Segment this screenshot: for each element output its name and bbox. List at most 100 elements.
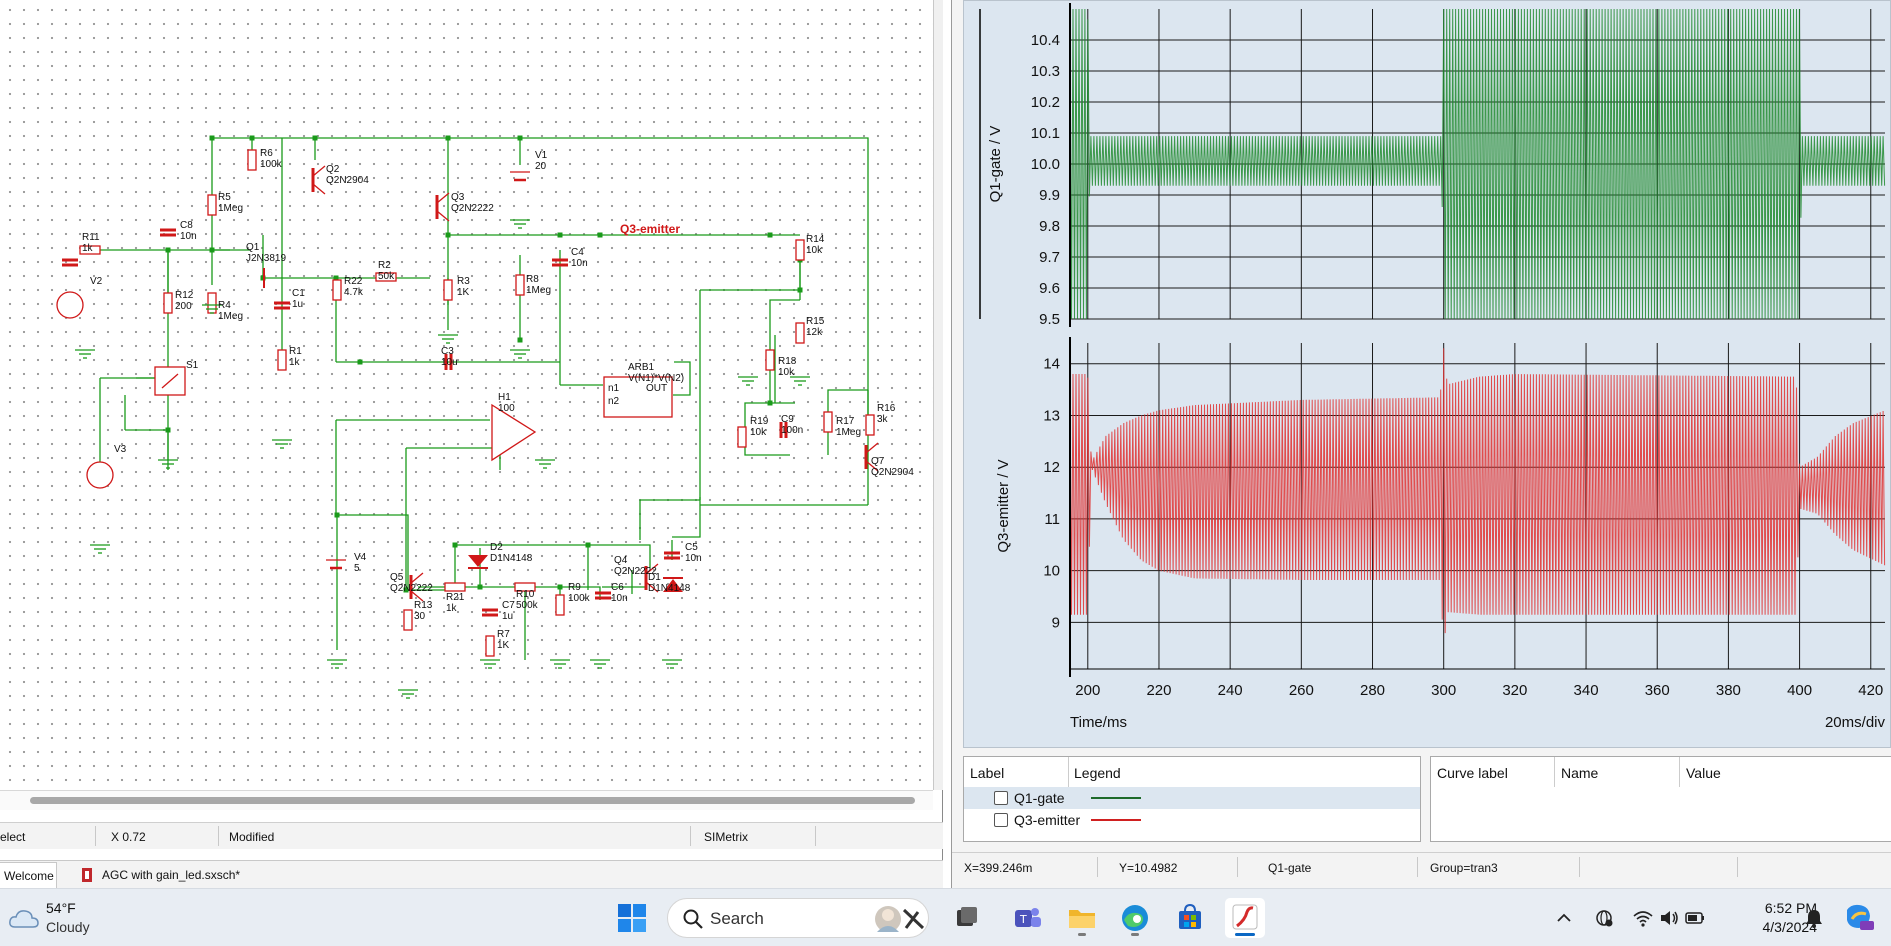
teams-button[interactable]: T [1007, 898, 1047, 938]
wire [672, 497, 701, 538]
y-tick-label: 10.2 [1031, 94, 1060, 111]
tab-schematic[interactable]: AGC with gain_led.sxsch* [72, 862, 262, 888]
file-explorer-button[interactable] [1062, 898, 1102, 938]
transistor-lead [410, 590, 424, 602]
simetrix-app-icon [1232, 904, 1258, 930]
junction-dot [357, 359, 363, 365]
junction-dot [165, 427, 171, 433]
series-trace [1069, 348, 1886, 634]
resistor-symbol [207, 194, 217, 216]
junction-dot [165, 247, 171, 253]
junction-dot [585, 542, 591, 548]
store-button[interactable] [1170, 898, 1210, 938]
schematic-status-bar: elect X 0.72 Modified SIMetrix [0, 822, 943, 849]
transistor-lead [312, 165, 326, 177]
scrollbar-thumb[interactable] [30, 797, 915, 804]
volume-icon[interactable] [1658, 907, 1680, 929]
column-divider [1554, 757, 1555, 787]
legend-item-q3-emitter[interactable]: Q3-emitter [964, 809, 1420, 831]
x-tick-label: 260 [1289, 682, 1314, 699]
legend-swatch [1091, 797, 1141, 799]
amplifier-symbol [491, 403, 537, 462]
schematic-horizontal-scrollbar[interactable] [0, 790, 933, 810]
simetrix-button[interactable] [1225, 898, 1265, 938]
voltage-source-symbol [86, 461, 114, 489]
junction-dot [517, 337, 523, 343]
start-button[interactable] [617, 903, 647, 933]
tab-label: Welcome [4, 869, 54, 883]
edge-browser-icon [1122, 905, 1148, 931]
wire [827, 389, 868, 455]
resistor-symbol [823, 411, 833, 433]
y-tick-label: 13 [1043, 407, 1060, 424]
status-separator [1579, 857, 1580, 877]
transistor-lead [312, 183, 326, 195]
junction-dot [403, 587, 409, 593]
battery-icon[interactable] [1684, 907, 1706, 929]
wifi-icon[interactable] [1632, 907, 1654, 929]
transistor-lead [645, 581, 659, 593]
network-globe-icon[interactable] [1593, 907, 1615, 929]
resistor-symbol [247, 149, 257, 171]
x-tick-label: 240 [1218, 682, 1243, 699]
x-axis-label: Time/ms [1070, 714, 1127, 731]
legend-checkbox[interactable] [994, 791, 1008, 805]
schematic-vertical-scrollbar[interactable] [933, 0, 943, 790]
transistor-lead [410, 572, 424, 584]
chevron-up-icon[interactable] [1553, 907, 1575, 929]
diode-symbol [663, 579, 683, 592]
resistor-symbol [765, 349, 775, 371]
x-tick-label: 300 [1431, 682, 1456, 699]
tab-welcome[interactable]: Welcome [0, 862, 57, 888]
status-separator [690, 826, 691, 846]
y-tick-label: 12 [1043, 459, 1060, 476]
wire [673, 361, 691, 396]
waveform-plots: 9.59.69.79.89.910.010.110.210.310.4Q1-ga… [979, 3, 1886, 731]
store-icon [1179, 903, 1201, 929]
y-tick-label: 10.0 [1031, 156, 1060, 173]
windows-logo-icon [618, 904, 646, 932]
column-divider [1068, 757, 1069, 787]
junction-dot [517, 135, 523, 141]
search-placeholder: Search [710, 909, 764, 928]
legend-swatch [1091, 819, 1141, 821]
wire [744, 402, 790, 456]
taskbar-search[interactable]: Search [667, 898, 929, 938]
resistor-symbol [795, 239, 805, 261]
taskbar: 54°F Cloudy Search [0, 888, 1891, 946]
weather-widget[interactable]: 54°F Cloudy [6, 897, 106, 939]
y-tick-label: 9 [1052, 614, 1060, 631]
cursor-y-readout: Y=10.4982 [1119, 861, 1178, 875]
junction-dot [452, 542, 458, 548]
task-view-button[interactable] [946, 898, 986, 938]
legend-checkbox[interactable] [994, 813, 1008, 827]
junction-dot [312, 135, 318, 141]
x-tick-label: 280 [1360, 682, 1385, 699]
x-tick-label: 420 [1858, 682, 1883, 699]
junction-dot [557, 584, 563, 590]
cursor-curve-readout: Q1-gate [1268, 861, 1312, 875]
copilot-icon[interactable] [1843, 902, 1875, 932]
junction-dot [334, 512, 340, 518]
notification-bell-icon[interactable] [1803, 907, 1825, 929]
status-separator [1097, 857, 1098, 877]
diode-symbol [468, 555, 488, 567]
edge-button[interactable] [1115, 898, 1155, 938]
x-tick-label: 200 [1075, 682, 1100, 699]
status-app-name: SIMetrix [704, 830, 749, 844]
junction-dot [597, 232, 603, 238]
system-clock[interactable]: 6:52 PM 4/3/2024 [1747, 899, 1818, 937]
legend-item-q1-gate[interactable]: Q1-gate [964, 787, 1420, 809]
y-tick-label: 14 [1043, 356, 1060, 373]
